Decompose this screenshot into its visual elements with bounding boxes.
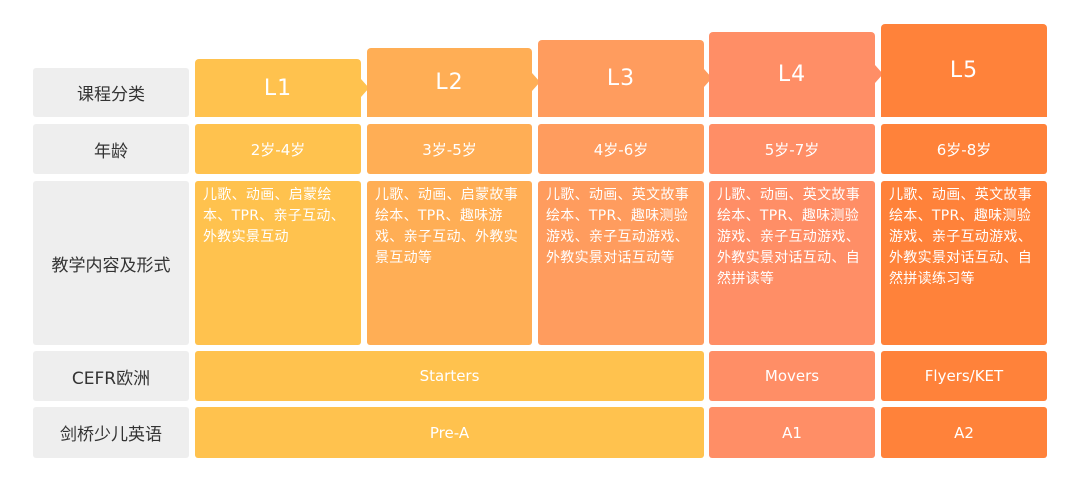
row-label-age: 年龄: [33, 124, 189, 174]
content-cell-l4: 儿歌、动画、英文故事绘本、TPR、趣味测验游戏、亲子互动游戏、外教实景对话互动、…: [709, 181, 875, 345]
level-arrow-icon: [532, 73, 540, 91]
row-label-cefr: CEFR欧洲: [33, 351, 189, 401]
age-cell-l3: 4岁-6岁: [538, 124, 704, 174]
level-header-l5: L5: [881, 24, 1047, 117]
level-arrow-icon: [704, 69, 712, 87]
content-cell-l2: 儿歌、动画、启蒙故事绘本、TPR、趣味游戏、亲子互动、外教实景互动等: [367, 181, 532, 345]
level-header-l4: L4: [709, 32, 875, 117]
cambridge-a1: A1: [709, 407, 875, 458]
content-cell-l1: 儿歌、动画、启蒙绘本、TPR、亲子互动、外教实景互动: [195, 181, 361, 345]
age-cell-l1: 2岁-4岁: [195, 124, 361, 174]
cefr-starters: Starters: [195, 351, 704, 401]
level-header-l3: L3: [538, 40, 704, 117]
cambridge-pre-a: Pre-A: [195, 407, 704, 458]
age-cell-l2: 3岁-5岁: [367, 124, 532, 174]
age-cell-l5: 6岁-8岁: [881, 124, 1047, 174]
row-label-cambridge: 剑桥少儿英语: [33, 407, 189, 458]
content-cell-l5: 儿歌、动画、英文故事绘本、TPR、趣味测验游戏、亲子互动游戏、外教实景对话互动、…: [881, 181, 1047, 345]
age-cell-l4: 5岁-7岁: [709, 124, 875, 174]
cefr-flyers-ket: Flyers/KET: [881, 351, 1047, 401]
cefr-movers: Movers: [709, 351, 875, 401]
level-arrow-icon: [361, 79, 369, 97]
row-label-category: 课程分类: [33, 68, 189, 117]
cambridge-a2: A2: [881, 407, 1047, 458]
level-arrow-icon: [875, 65, 883, 83]
content-cell-l3: 儿歌、动画、英文故事绘本、TPR、趣味测验游戏、亲子互动游戏、外教实景对话互动等: [538, 181, 704, 345]
level-header-l1: L1: [195, 59, 361, 117]
level-header-l2: L2: [367, 48, 532, 117]
row-label-content: 教学内容及形式: [33, 181, 189, 345]
